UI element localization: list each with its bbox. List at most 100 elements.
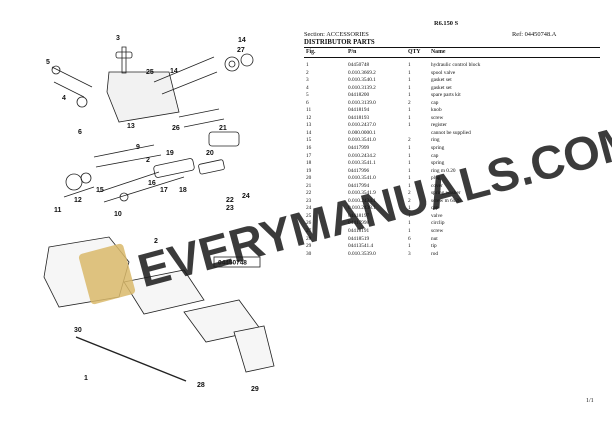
callout-number: 18 [179,187,187,194]
callout-number: 6 [78,129,82,136]
cell-fig: 28 [306,235,312,242]
cell-fig: 4 [306,84,309,91]
table-row: 28 04418519 6 nut [304,236,600,244]
cell-qty: 1 [408,107,411,114]
cell-name: cover [431,182,443,189]
cell-fig: 12 [306,114,312,121]
cell-fig: 29 [306,243,312,250]
cell-fig: 22 [306,190,312,197]
cell-name: gasket set [431,77,452,84]
cell-fig: 19 [306,167,312,174]
cell-pn: 0.010.2437.0 [348,122,376,129]
cell-fig: 21 [306,182,312,189]
cell-fig: 11 [306,107,312,114]
callout-number: 11 [54,207,62,214]
cell-name: plug [431,175,441,182]
callout-number: 9 [136,144,140,151]
reference-label: Ref: 04450748.A [512,31,557,38]
page-number: 1/1 [586,398,594,404]
cell-pn: 0.010.3541.0 [348,175,376,182]
section-label: Section: ACCESSORIES [304,31,369,38]
callout-number: 16 [148,180,156,187]
table-top-rule [304,47,600,48]
page-title: DISTRIBUTOR PARTS [304,39,375,46]
cell-qty: 1 [408,84,411,91]
cell-pn: 04418519 [348,235,370,242]
callout-number: 2 [146,157,150,164]
callout-number: 23 [226,205,234,212]
callout-number: 5 [46,59,50,66]
cell-pn: 0.010.3540.1 [348,77,376,84]
cell-qty: 2 [408,137,411,144]
cell-pn: 04417999 [348,145,370,152]
cell-name: spring washer [431,190,461,197]
callout-number: 2 [154,238,158,245]
cell-pn: 04417994 [348,182,370,189]
cell-pn: 0.010.3541.1 [348,160,376,167]
cell-fig: 23 [306,197,312,204]
cell-fig: 1 [306,62,309,68]
cell-qty: 1 [408,122,411,129]
callout-number: 21 [219,125,227,132]
cell-qty: 2 [408,99,411,106]
cell-fig: 6 [306,99,309,106]
cell-name: valve [431,212,443,219]
cell-qty: 1 [408,69,411,76]
col-header-name: Name [431,49,446,55]
callout-number: 29 [251,386,259,393]
cell-qty: 1 [408,92,411,99]
cell-name: circlip [431,220,445,227]
table-row: 20 0.010.3541.0 1 plug [304,175,600,183]
callout-number: 22 [226,197,234,204]
cell-qty: 3 [408,250,411,257]
callout-number: 19 [166,150,174,157]
cell-pn: 04413541.4 [348,243,374,250]
cell-pn: 0.010.2438.1 [348,205,376,212]
callout-number: 10 [114,211,122,218]
cell-fig: 20 [306,175,312,182]
cell-qty: 1 [408,175,411,182]
cell-fig: 25 [306,212,312,219]
cell-fig: 17 [306,152,312,159]
cell-name: ring [431,137,440,144]
cell-fig: 16 [306,145,312,152]
cell-qty: 1 [408,152,411,159]
cell-fig: 15 [306,137,312,144]
cell-qty: 6 [408,235,411,242]
cell-qty: 2 [408,190,411,197]
table-header-rule [304,57,600,58]
cell-name: ring m 0.20 [431,167,456,174]
cell-pn: 0.010.3541.0 [348,137,376,144]
callout-number: 28 [197,382,205,389]
cell-pn: 0.010.3541.9 [348,190,376,197]
callout-number: 30 [74,327,82,334]
cell-name: spare parts kit [431,92,461,99]
callout-number: 13 [127,123,135,130]
cell-qty: 1 [408,212,411,219]
callout-number: 4 [62,95,66,102]
cell-name: nut [431,235,438,242]
callout-number: 25 [146,69,154,76]
cell-name: register [431,122,447,129]
cell-qty: 1 [408,160,411,167]
callout-number: 15 [96,187,104,194]
cell-qty: 1 [408,205,411,212]
cell-name: screw m 6x28 [431,197,461,204]
cell-fig: 5 [306,92,309,99]
callout-number: 12 [74,197,82,204]
cell-qty: 2 [408,197,411,204]
